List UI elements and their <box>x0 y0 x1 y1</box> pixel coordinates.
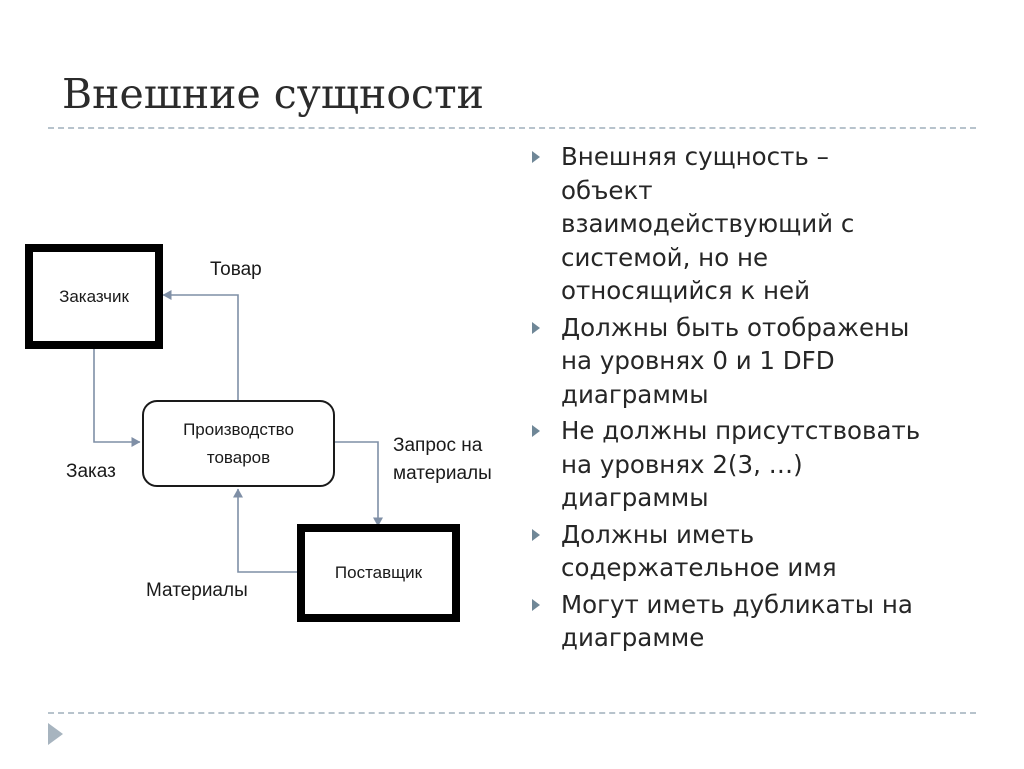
process-label-line-2: товаров <box>206 447 271 467</box>
materials-flow-arrow <box>233 488 300 573</box>
triangle-bullet-icon <box>532 528 540 541</box>
triangle-bullet-icon <box>532 151 540 163</box>
triangle-bullet-icon <box>532 598 540 611</box>
materials-request-label-line-1: Запрос на <box>393 435 483 456</box>
order-flow-arrow <box>93 347 141 447</box>
order-flow-label: Заказ <box>66 461 116 482</box>
bullet-item: Могут иметь дубликаты на диаграмме <box>530 588 990 655</box>
materials-request-label-line-2: материалы <box>393 463 492 484</box>
bullet-line: Внешняя сущность – <box>561 142 829 171</box>
bullet-line: диаграммы <box>561 379 709 409</box>
bullet-line: системой, но не <box>561 242 769 272</box>
bullet-line: объект <box>561 175 653 205</box>
bullet-line: относящийся к ней <box>561 276 810 305</box>
bullet-line: диаграмме <box>561 623 705 652</box>
triangle-bullet-icon <box>532 425 540 437</box>
materials-flow-label: Материалы <box>146 580 248 601</box>
bullet-line: Должны иметь <box>561 519 755 549</box>
triangle-bullet-icon <box>532 321 540 334</box>
bullet-line: диаграммы <box>561 483 709 512</box>
production-process: Производство товаров <box>142 400 335 487</box>
process-label-line-1: Производство <box>183 419 294 439</box>
bullet-line: на уровнях 0 и 1 DFD <box>561 346 835 375</box>
bullet-item: Внешняя сущность – объект взаимодействую… <box>530 140 990 308</box>
bullet-line: содержательное имя <box>561 553 837 582</box>
bullet-item: Не должны присутствовать на уровнях 2(3,… <box>530 414 990 515</box>
materials-request-flow-label: Запрос на материалы <box>393 432 492 488</box>
bullet-line: взаимодействующий с <box>561 209 855 238</box>
customer-entity-label: Заказчик <box>59 286 129 306</box>
top-divider <box>48 127 976 129</box>
materials-request-flow-arrow <box>335 441 383 527</box>
bullet-line: Должны быть отображены <box>561 312 910 342</box>
bullet-item: Должны быть отображены на уровнях 0 и 1 … <box>530 311 990 412</box>
goods-flow-arrow <box>162 290 239 400</box>
bottom-divider <box>48 712 976 714</box>
bullet-line: Не должны присутствовать <box>561 416 921 445</box>
bullet-line: на уровнях 2(3, …) <box>561 449 803 479</box>
play-arrow-icon[interactable] <box>48 723 63 745</box>
slide-title: Внешние сущности <box>62 70 484 118</box>
customer-entity: Заказчик <box>25 244 163 349</box>
goods-flow-label: Товар <box>210 259 262 280</box>
bullet-item: Должны иметь содержательное имя <box>530 518 990 585</box>
bullet-line: Могут иметь дубликаты на <box>561 589 913 619</box>
bullet-list: Внешняя сущность – объект взаимодействую… <box>530 140 990 658</box>
supplier-entity-label: Поставщик <box>334 563 423 582</box>
supplier-entity: Поставщик <box>297 524 460 622</box>
